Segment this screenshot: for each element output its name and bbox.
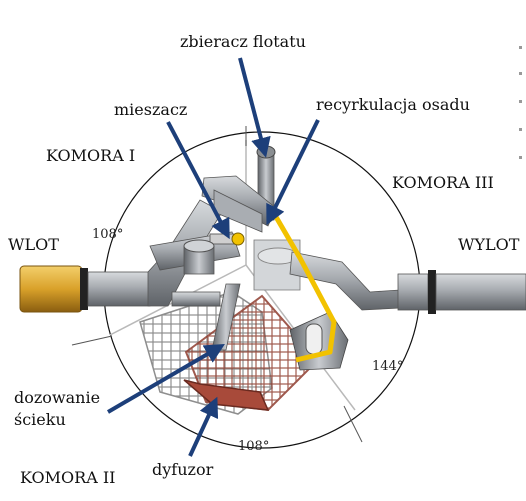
- label-komora-i: KOMORA I: [46, 146, 136, 165]
- label-wlot: WLOT: [8, 235, 59, 254]
- label-dyfuzor: dyfuzor: [152, 460, 214, 479]
- angle-left: 108°: [92, 227, 124, 242]
- arrow-dyfuzor: [188, 396, 219, 457]
- arrow-dozowanie: [106, 343, 225, 414]
- dosing-pipe: [171, 283, 241, 351]
- recirculation-pipe: [269, 208, 337, 363]
- label-recyrkulacja-osadu: recyrkulacja osadu: [316, 95, 470, 114]
- label-dozowanie: dozowanie: [14, 388, 101, 407]
- diffuser-grid: [139, 291, 320, 415]
- label-zbieracz-flotatu: zbieracz flotatu: [180, 32, 306, 51]
- annotation-arrows: [106, 57, 320, 457]
- arrow-zbieracz: [238, 57, 271, 158]
- angle-right: 144°: [372, 359, 404, 374]
- angle-bottom: 108°: [238, 439, 270, 454]
- arrow-recyrkulacja: [266, 119, 320, 226]
- label-wylot: WYLOT: [458, 235, 520, 254]
- label-scieku: ścieku: [14, 410, 66, 429]
- label-komora-iii: KOMORA III: [392, 173, 494, 192]
- dimension-lines: [71, 126, 363, 443]
- label-mieszacz: mieszacz: [114, 100, 188, 119]
- arrow-mieszacz: [166, 121, 230, 240]
- mixer-assembly: [183, 145, 301, 291]
- edge-marks: [519, 46, 522, 159]
- label-komora-ii: KOMORA II: [20, 468, 116, 487]
